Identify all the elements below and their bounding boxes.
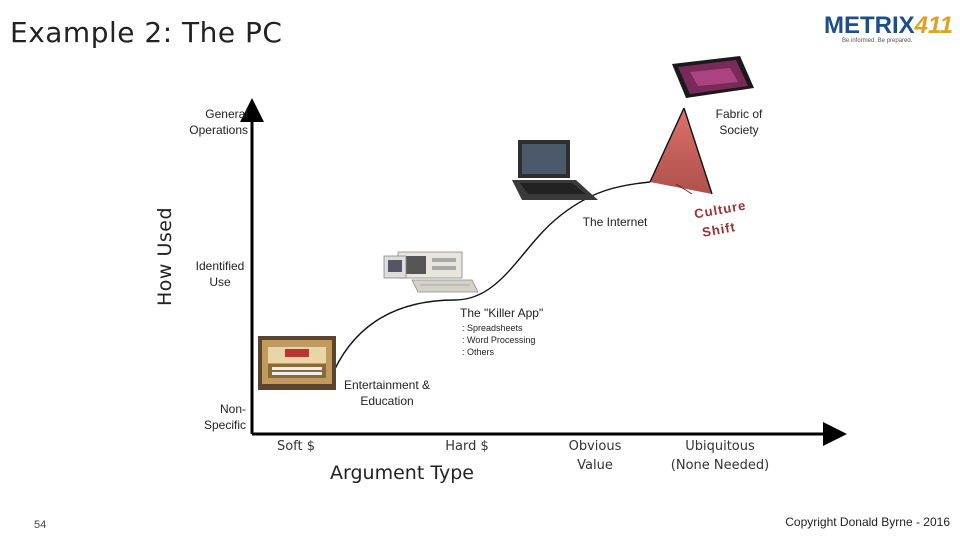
fabric-of-society-label: Fabric of Society xyxy=(715,107,763,137)
page-number: 54 xyxy=(34,519,47,531)
apple-i-computer-icon xyxy=(258,336,336,390)
stage-obvious-value: Obvious Value xyxy=(568,439,622,473)
killer-app-label: The "Killer App" xyxy=(460,306,544,320)
stage-ubiquitous: Ubiquitous (None Needed) xyxy=(670,439,770,473)
level-identified-use: Identified Use xyxy=(195,259,245,289)
internet-label: The Internet xyxy=(582,215,648,229)
asus-laptop-icon xyxy=(512,140,598,200)
entertainment-education-label: Entertainment & Education xyxy=(343,378,431,408)
killer-app-list: : Spreadsheets : Word Processing : Other… xyxy=(462,322,572,358)
killer-app-item: : Word Processing xyxy=(462,335,536,345)
copyright-text: Copyright Donald Byrne - 2016 xyxy=(785,515,950,529)
killer-app-item: : Others xyxy=(462,347,495,357)
stage-hard-dollar: Hard $ xyxy=(445,439,489,454)
killer-app-item: : Spreadsheets xyxy=(462,323,523,333)
page-title: Example 2: The PC xyxy=(10,16,283,49)
stage-soft-dollar: Soft $ xyxy=(276,439,316,454)
culture-shift-wedge xyxy=(650,108,712,194)
tablet-device-icon xyxy=(672,56,754,98)
metrix411-logo: METRIX411 Be informed. Be prepared. xyxy=(824,12,953,44)
level-non-specific: Non-Specific xyxy=(203,402,246,432)
x-axis-label: Argument Type xyxy=(330,462,474,484)
y-axis-label: How Used xyxy=(154,206,176,306)
level-general-operations: General Operations xyxy=(189,107,248,137)
adoption-curve xyxy=(329,181,651,381)
ibm-pc-computer-icon xyxy=(383,251,479,293)
